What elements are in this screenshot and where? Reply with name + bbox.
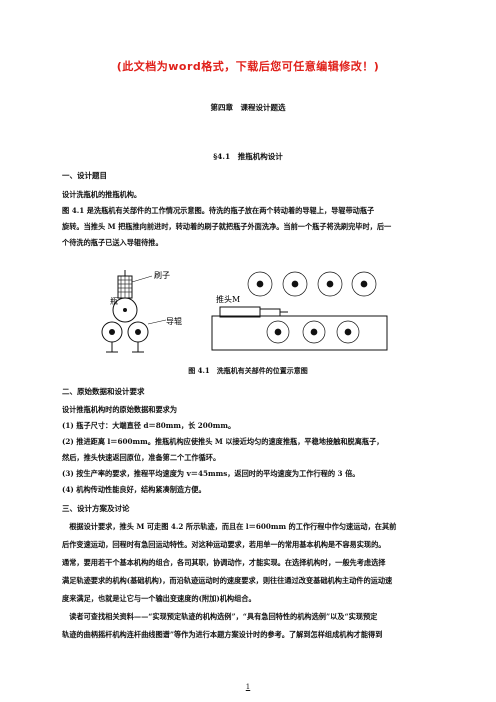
- bottle-washer-figure: 刷子 瓶 导辊 推头M: [101, 270, 388, 353]
- s3-line-3: 通常，要用若干个基本机构的组合，各司其职，协调动作，才能实现。在选择机构时，一般…: [62, 558, 386, 567]
- bottle-circle: [112, 297, 138, 323]
- brush-label: 刷子: [154, 271, 170, 280]
- brush-side-view: [117, 270, 153, 299]
- s2-item-3: 然后，推头快速返回原位，准备第二个工作循环。: [62, 453, 221, 462]
- roller-bar: [211, 315, 388, 351]
- s1-line-2: 图 4.1 是洗瓶机有关部件的工作情况示意图。待洗的瓶子放在两个转动着的导辊上，…: [62, 206, 375, 215]
- pusher-head: [219, 306, 288, 318]
- s1-line-1: 设计洗瓶机的推瓶机构。: [62, 190, 142, 199]
- download-banner: (此文档为word格式，下载后您可任意编辑修改！): [116, 60, 380, 73]
- s2-item-4: (3) 按生产率的要求，推程平均速度为 v＝45mms，返回时的平均速度为工作行…: [62, 469, 360, 478]
- s3-line-4: 满足轨迹要求的机构(基础机构)，而沿轨迹运动时的速度要求，则往往通过改变基础机构…: [62, 576, 393, 585]
- roller-left: [101, 321, 123, 353]
- s2-intro: 设计推瓶机构时的原始数据和要求为: [62, 405, 178, 414]
- figure-caption: 图 4.1 洗瓶机有关部件的位置示意图: [188, 366, 308, 375]
- section-title: §4.1 推瓶机构设计: [213, 152, 283, 161]
- s1-heading: 一、设计题目: [62, 171, 107, 180]
- s3-line-2: 后作变速运动，回程时有急回运动特性。对这种运动要求，若用单一的常用基本机构是不容…: [62, 540, 386, 549]
- roller-label: 导辊: [166, 316, 182, 326]
- s3-line-5: 度来满足，也就是让它与一个输出变速度的(附加)机构组合。: [62, 594, 256, 603]
- s1-line-3: 旋转。当推头 M 把瓶推向前进时，转动着的刷子就把瓶子外面洗净。当前一个瓶子将洗…: [62, 222, 392, 231]
- s2-heading: 二、原始数据和设计要求: [62, 387, 145, 396]
- s3-heading: 三、设计方案及讨论: [62, 504, 130, 513]
- s1-line-4: 个待洗的瓶子已送入导辊待推。: [62, 238, 163, 247]
- s3-line-1: 根据设计要求，推头 M 可走图 4.2 所示轨迹，而且在 l＝600mm 的工作…: [62, 522, 397, 531]
- s3-line-6: 读者可查找相关资料——“实现预定轨迹的机构选例”，“具有急回特性的机构选例”以及…: [62, 612, 378, 621]
- bottle-label: 瓶: [110, 296, 118, 306]
- chapter-title: 第四章 课程设计题选: [210, 103, 286, 112]
- s2-item-1: (1) 瓶子尺寸：大端直径 d＝80mm，长 200mm。: [62, 421, 236, 430]
- s2-item-5: (4) 机构传动性能良好，结构紧凑制造方便。: [62, 485, 206, 494]
- pusher-label: 推头M: [216, 294, 240, 304]
- brush-rotors: [247, 271, 377, 344]
- page-number: 1: [245, 683, 251, 691]
- s3-line-7: 轨迹的曲柄摇杆机构连杆曲线图谱”等作为进行本题方案设计时的参考。了解到怎样组成机…: [62, 630, 383, 639]
- roller-right: [127, 321, 149, 353]
- s2-item-2: (2) 推进距离 l＝600mm。推瓶机构应使推头 M 以接近均匀的速度推瓶，平…: [62, 437, 384, 446]
